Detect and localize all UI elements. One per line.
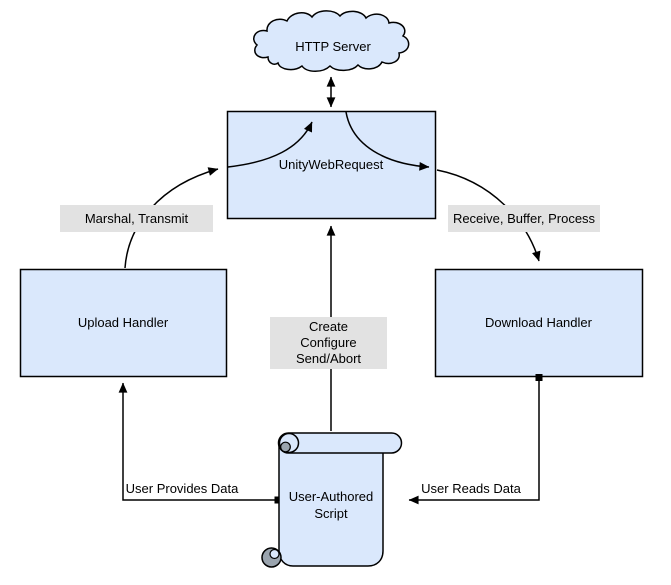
http-server-label: HTTP Server [295,38,371,54]
http-server-cloud [253,10,410,72]
upload-handler-box [19,268,228,378]
edge-internal-download-path [345,111,430,171]
upload-handler-label: Upload Handler [77,315,169,330]
endpoint-square-script-left [274,496,282,504]
unity-web-request-label: UnityWebRequest [278,157,384,172]
edge-unitywebrequest-to-download [436,169,541,262]
endpoint-square-download-bottom [535,374,543,381]
scroll-bottom-curl-shade [269,548,280,560]
user-authored-script-label: User-Authored Script [288,489,374,521]
scroll-top-roll [277,432,403,454]
download-handler-box [434,268,644,378]
receive-buffer-process-label: Receive, Buffer, Process [448,205,600,232]
user-reads-data-label: User Reads Data [421,481,521,496]
scroll-top-curl-shade [280,441,291,453]
edge-internal-upload-path [227,121,313,168]
edge-script-to-upload [118,382,278,501]
download-handler-label: Download Handler [485,315,592,330]
user-provides-data-label: User Provides Data [125,481,239,496]
edge-download-to-script [408,378,540,505]
create-configure-send-abort-label: Create Configure Send/Abort [270,317,387,369]
unity-web-request-box [226,110,437,220]
marshal-transmit-label: Marshal, Transmit [60,205,213,232]
